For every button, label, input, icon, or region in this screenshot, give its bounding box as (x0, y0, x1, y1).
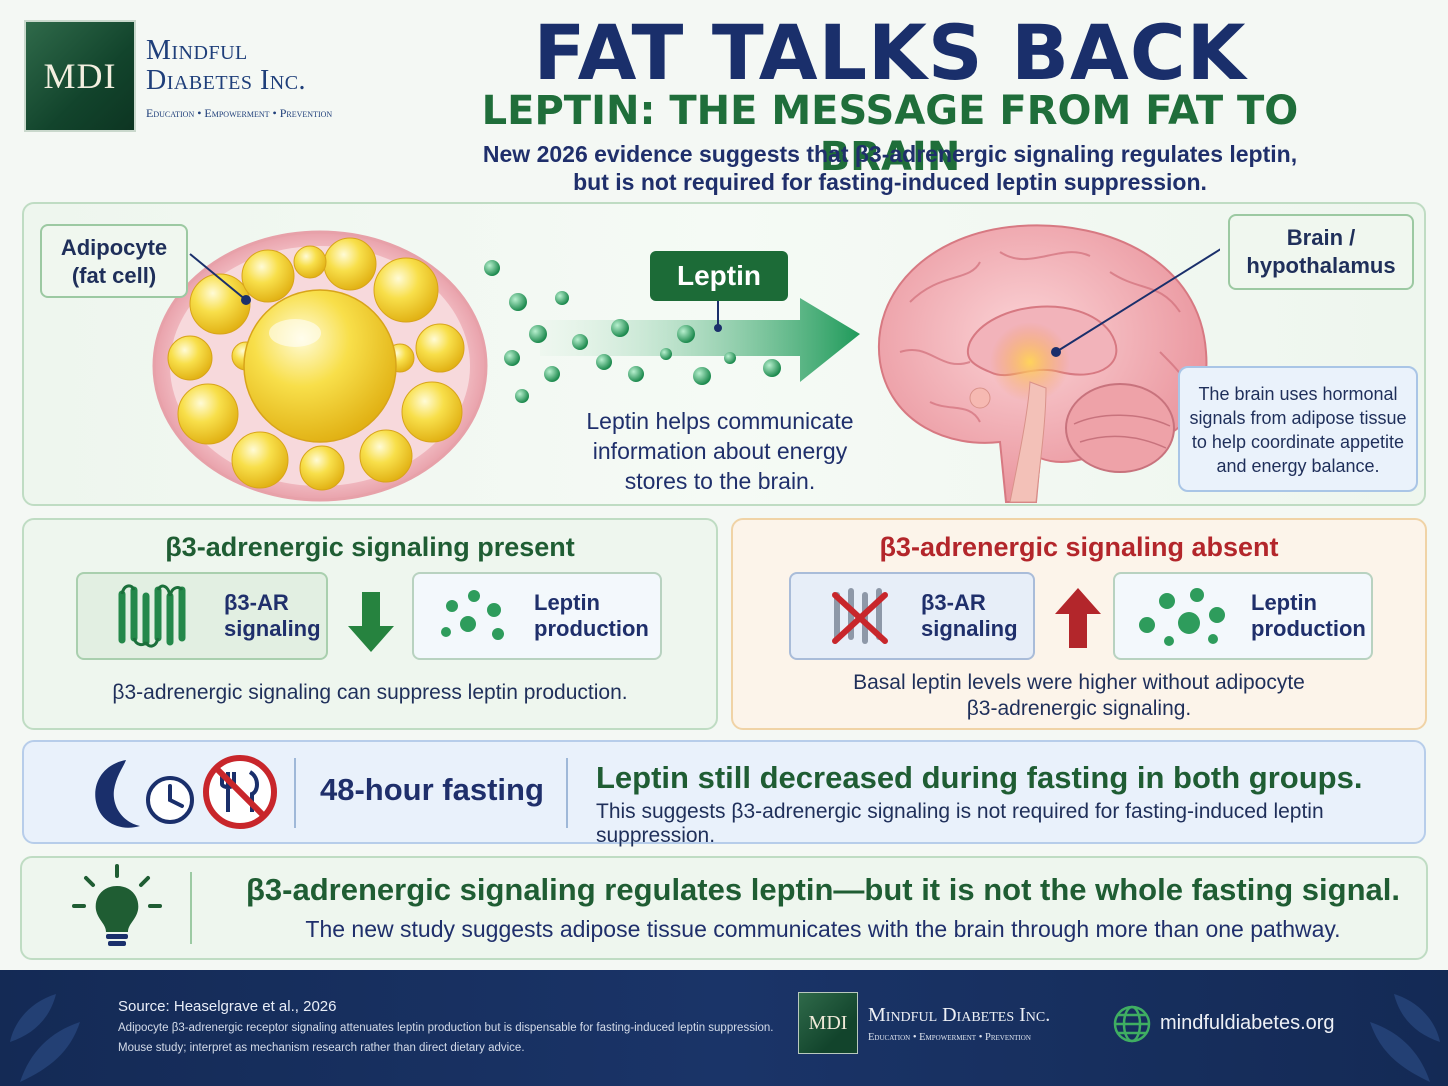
takeaway-divider (190, 872, 192, 944)
takeaway-panel (20, 856, 1428, 960)
page-title: FAT TALKS BACK (533, 8, 1247, 97)
takeaway-headline: β3-adrenergic signaling regulates leptin… (245, 872, 1400, 907)
panel-signaling-present: β3-adrenergic signaling present β3-AR si… (22, 518, 718, 730)
chip-b3ar-present: β3-AR signaling (76, 572, 328, 660)
logo-name: Mindful Diabetes Inc. (146, 35, 307, 96)
adipocyte-illustration (152, 230, 488, 502)
fasting-divider-1 (294, 758, 296, 828)
panel-absent-title: β3-adrenergic signaling absent (879, 532, 1279, 562)
footer-logo-name: Mindful Diabetes Inc. (868, 1004, 1051, 1026)
intro-text: New 2026 evidence suggests that β3-adren… (482, 141, 1298, 195)
leaf-decoration-icon (10, 994, 80, 1082)
leaf-decoration-icon (1370, 994, 1440, 1082)
lightbulb-icon (72, 864, 162, 946)
footer-logo-tagline: Education • Empowerment • Prevention (868, 1032, 1031, 1043)
panel-present-title: β3-adrenergic signaling present (165, 532, 575, 562)
fasting-icons (95, 755, 277, 829)
website-link[interactable]: mindfuldiabetes.org (1160, 1012, 1335, 1034)
leptin-dots-icon (1139, 588, 1225, 646)
hero-caption: Leptin helps communicate information abo… (586, 408, 854, 494)
panel-present-caption: β3-adrenergic signaling can suppress lep… (112, 681, 628, 704)
globe-icon (1113, 1005, 1151, 1043)
fasting-divider-2 (566, 758, 568, 828)
source-line-2: Mouse study; interpret as mechanism rese… (118, 1042, 525, 1054)
footer (0, 970, 1448, 1086)
mdi-logo-mark: MDI (24, 20, 136, 132)
chip-b3ar-absent: β3-AR signaling (789, 572, 1035, 660)
brain-label: Brain / hypothalamus (1228, 214, 1414, 290)
fasting-headline: Leptin still decreased during fasting in… (596, 760, 1363, 795)
brain-note: The brain uses hormonal signals from adi… (1178, 366, 1418, 492)
leptin-flow-arrow (484, 260, 860, 403)
page-subtitle: LEPTIN: THE MESSAGE FROM FAT TO BRAIN (481, 88, 1299, 180)
source-title: Source: Heaselgrave et al., 2026 (118, 998, 337, 1015)
chip-leptin-present: Leptin production (412, 572, 662, 660)
no-food-icon (203, 755, 277, 829)
fasting-duration-label: 48-hour fasting (320, 772, 544, 807)
down-arrow-icon (348, 592, 394, 652)
clock-icon (146, 776, 194, 824)
adipocyte-label: Adipocyte (fat cell) (40, 224, 188, 298)
moon-icon (95, 760, 140, 828)
takeaway-subtext: The new study suggests adipose tissue co… (305, 916, 1341, 942)
panel-signaling-absent: β3-adrenergic signaling absent β3-AR sig… (731, 518, 1427, 730)
panel-absent-caption: Basal leptin levels were higher without … (853, 671, 1305, 720)
fasting-subtext: This suggests β3-adrenergic signaling is… (596, 800, 1324, 847)
chip-leptin-absent: Leptin production (1113, 572, 1373, 660)
receptor-icon (118, 584, 186, 648)
leptin-tag: Leptin (650, 251, 788, 301)
brain-illustration (877, 224, 1220, 503)
receptor-blocked-icon (832, 588, 888, 644)
leptin-dots-icon (441, 590, 504, 640)
up-arrow-icon (1055, 588, 1101, 648)
logo-tagline: Education • Empowerment • Prevention (146, 106, 333, 120)
footer-logo-mark: MDI (798, 992, 858, 1054)
source-line-1: Adipocyte β3-adrenergic receptor signali… (118, 1022, 774, 1034)
